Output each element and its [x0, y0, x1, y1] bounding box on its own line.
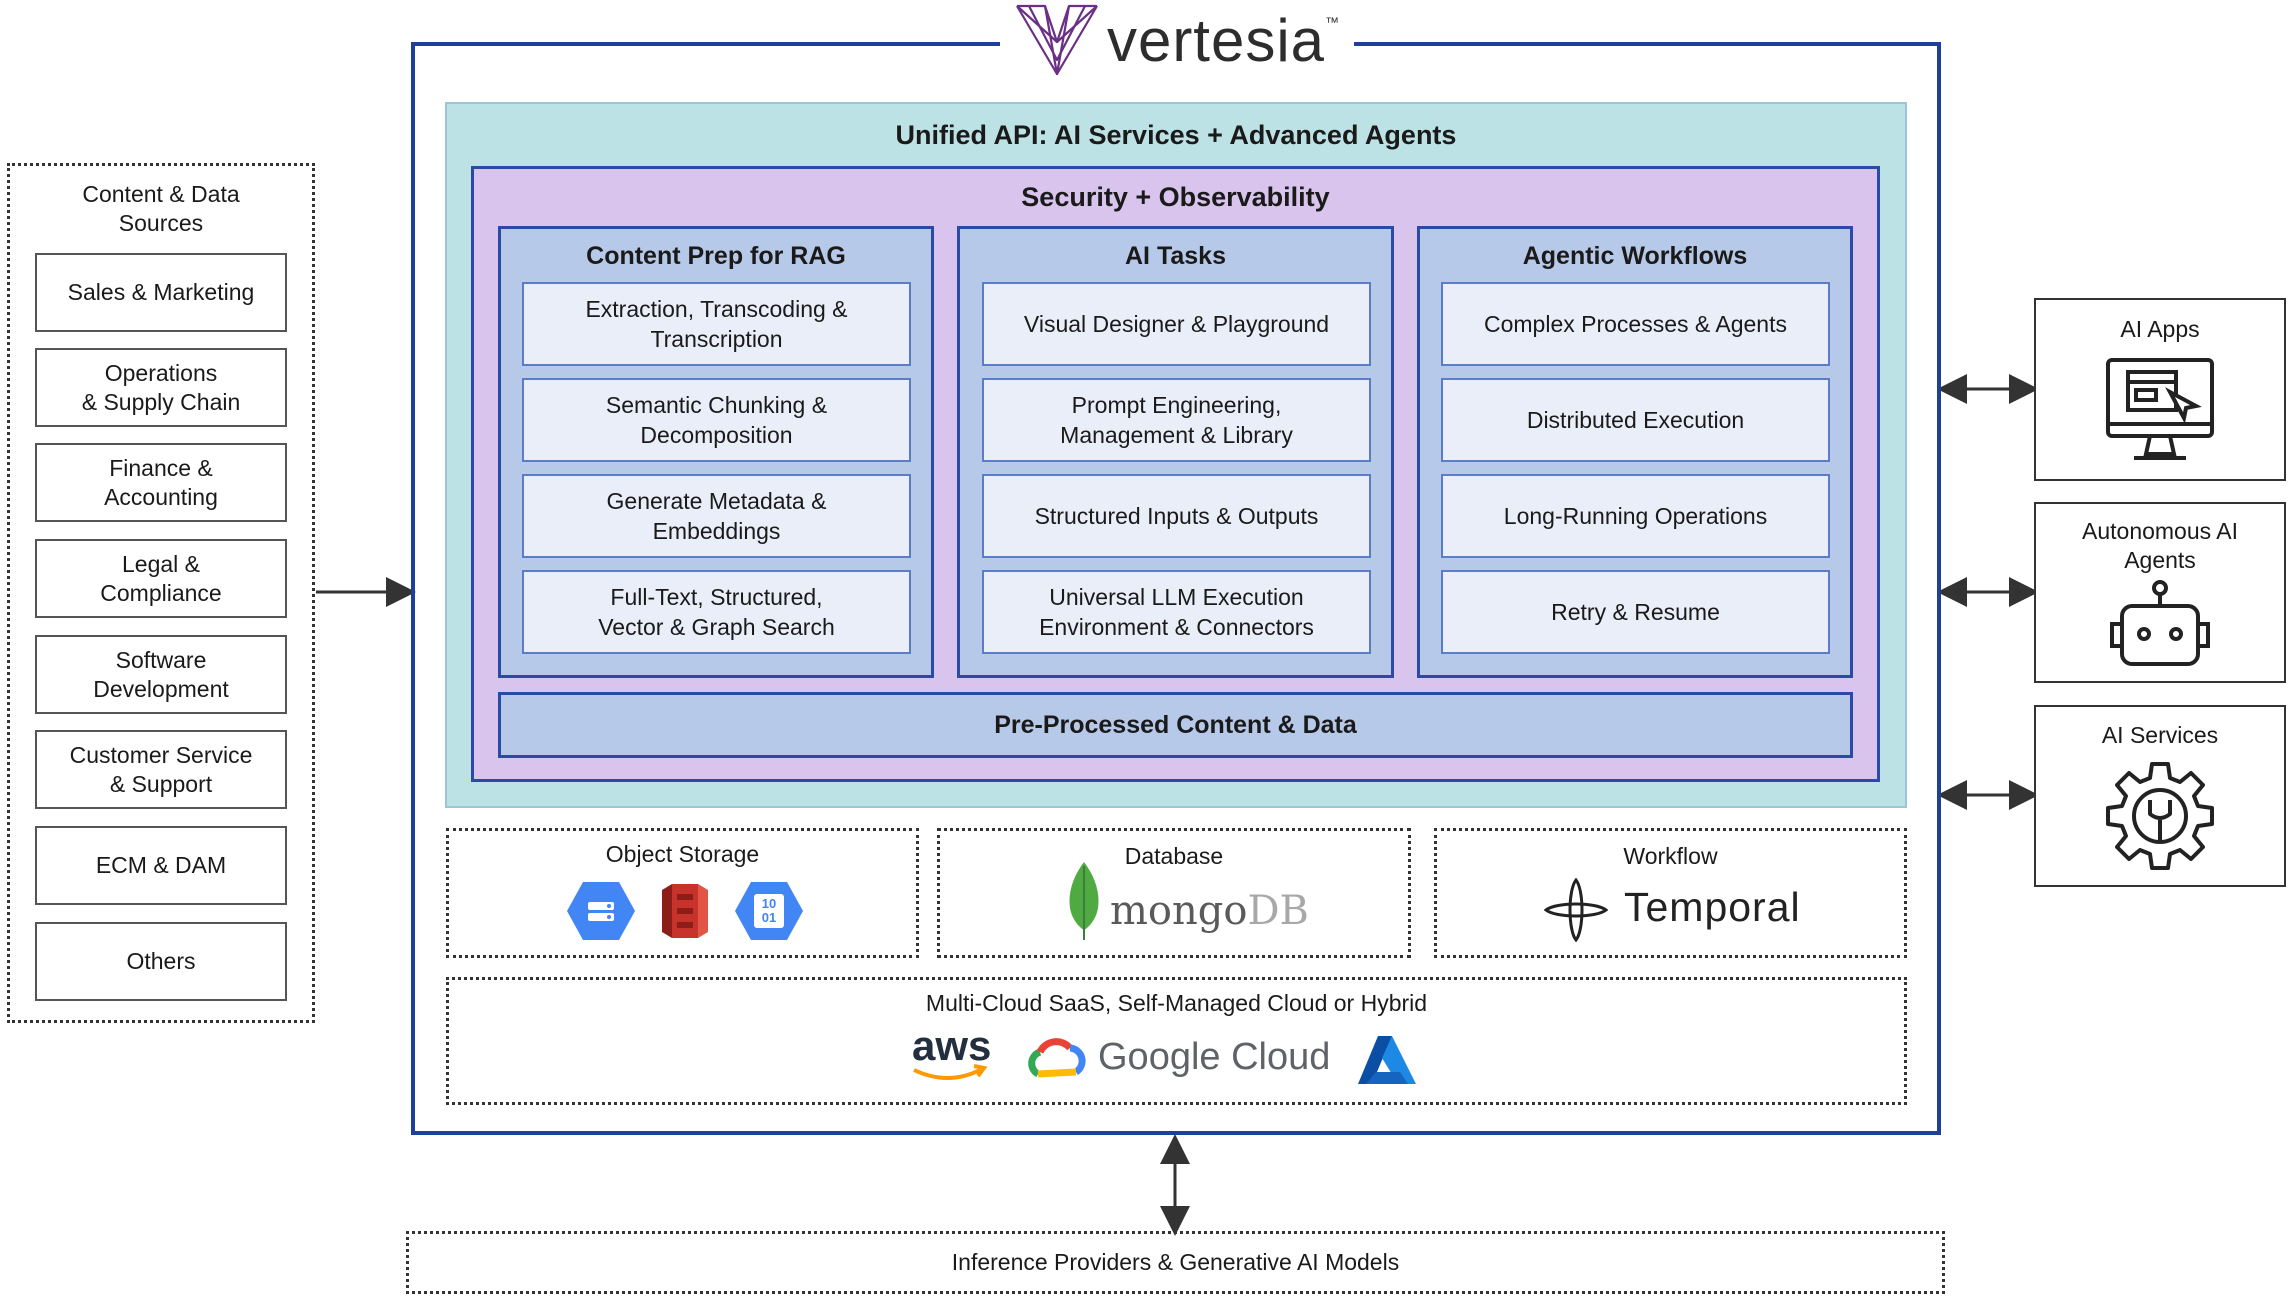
- source-ecm-dam: ECM & DAM: [35, 826, 287, 905]
- content-prep-item: Extraction, Transcoding & Transcription: [522, 282, 911, 366]
- robot-icon: [2108, 580, 2212, 668]
- ai-apps-title: AI Apps: [2120, 315, 2200, 342]
- gcs-icon: [566, 880, 636, 942]
- ai-tasks-item: Prompt Engineering, Management & Library: [982, 378, 1371, 462]
- agentic-workflows-item: Retry & Resume: [1441, 570, 1830, 654]
- content-prep-item: Semantic Chunking & Decomposition: [522, 378, 911, 462]
- vertesia-logo-mark-icon: [1016, 4, 1098, 76]
- vertesia-logo-tm: ™: [1325, 14, 1340, 30]
- source-operations: Operations & Supply Chain: [35, 348, 287, 427]
- gcp-bigquery-icon: 10 01: [734, 880, 804, 942]
- azure-icon: [1358, 1034, 1416, 1086]
- workflow-panel: [1434, 828, 1907, 958]
- ai-services-box: [2034, 705, 2286, 887]
- source-customer-service: Customer Service & Support: [35, 730, 287, 809]
- temporal-icon: [1543, 877, 1609, 943]
- source-software: Software Development: [35, 635, 287, 714]
- source-finance: Finance & Accounting: [35, 443, 287, 522]
- ai-tasks-title: AI Tasks: [1125, 241, 1226, 270]
- source-sales-marketing: Sales & Marketing: [35, 253, 287, 332]
- autonomous-agents-title: Autonomous AI Agents: [2082, 518, 2238, 573]
- ai-tasks-item: Structured Inputs & Outputs: [982, 474, 1371, 558]
- aws-smile-icon: [913, 1064, 988, 1080]
- vertesia-logo-text: vertesia: [1106, 6, 1326, 74]
- gear-wrench-icon: [2104, 760, 2216, 872]
- object-storage-panel: [446, 828, 919, 958]
- content-prep-item: Full-Text, Structured, Vector & Graph Se…: [522, 570, 911, 654]
- agentic-workflows-item: Distributed Execution: [1441, 378, 1830, 462]
- agentic-workflows-item: Long-Running Operations: [1441, 474, 1830, 558]
- monitor-app-icon: [2104, 356, 2216, 464]
- source-others: Others: [35, 922, 287, 1001]
- security-title: Security + Observability: [1021, 181, 1330, 212]
- unified-api-title: Unified API: AI Services + Advanced Agen…: [895, 119, 1457, 150]
- preprocessed-bar: Pre-Processed Content & Data: [498, 692, 1853, 758]
- ai-tasks-item: Visual Designer & Playground: [982, 282, 1371, 366]
- source-legal: Legal & Compliance: [35, 539, 287, 618]
- cloud-panel: [446, 977, 1907, 1105]
- mongodb-logo-suffix: DB: [1247, 888, 1309, 934]
- vertesia-logo: vertesia ™: [1000, 0, 1354, 80]
- bigquery-binary-text: 10 01: [761, 896, 777, 925]
- workflow-title: Workflow: [1623, 842, 1718, 869]
- inference-panel: Inference Providers & Generative AI Mode…: [406, 1231, 1945, 1294]
- ai-tasks-item: Universal LLM Execution Environment & Co…: [982, 570, 1371, 654]
- mongodb-logo-main: mongo: [1110, 888, 1248, 934]
- content-prep-title: Content Prep for RAG: [586, 241, 846, 270]
- google-cloud-icon: [1026, 1036, 1086, 1080]
- agentic-workflows-item: Complex Processes & Agents: [1441, 282, 1830, 366]
- database-panel: [937, 828, 1411, 958]
- aws-s3-icon: [658, 880, 712, 942]
- cloud-title: Multi-Cloud SaaS, Self-Managed Cloud or …: [925, 989, 1428, 1016]
- sources-title: Content & Data Sources: [82, 181, 240, 236]
- temporal-logo-text: Temporal: [1624, 884, 1801, 930]
- google-cloud-suffix: Cloud: [1231, 1036, 1331, 1078]
- agentic-workflows-title: Agentic Workflows: [1522, 241, 1748, 270]
- database-title: Database: [1124, 842, 1224, 869]
- sources-panel: [7, 163, 315, 1023]
- ai-apps-box: [2034, 298, 2286, 481]
- mongodb-leaf-icon: [1064, 860, 1104, 942]
- autonomous-agents-box: [2034, 502, 2286, 683]
- google-cloud-text: Google Cloud: [1098, 1036, 1330, 1086]
- mongodb-logo-text: mongoDB: [1110, 888, 1309, 938]
- ai-services-title: AI Services: [2101, 721, 2219, 748]
- content-prep-item: Generate Metadata & Embeddings: [522, 474, 911, 558]
- google-cloud-main: Google: [1098, 1036, 1221, 1078]
- aws-logo: aws: [908, 1022, 992, 1086]
- object-storage-title: Object Storage: [605, 840, 760, 867]
- aws-logo-text: aws: [912, 1022, 992, 1069]
